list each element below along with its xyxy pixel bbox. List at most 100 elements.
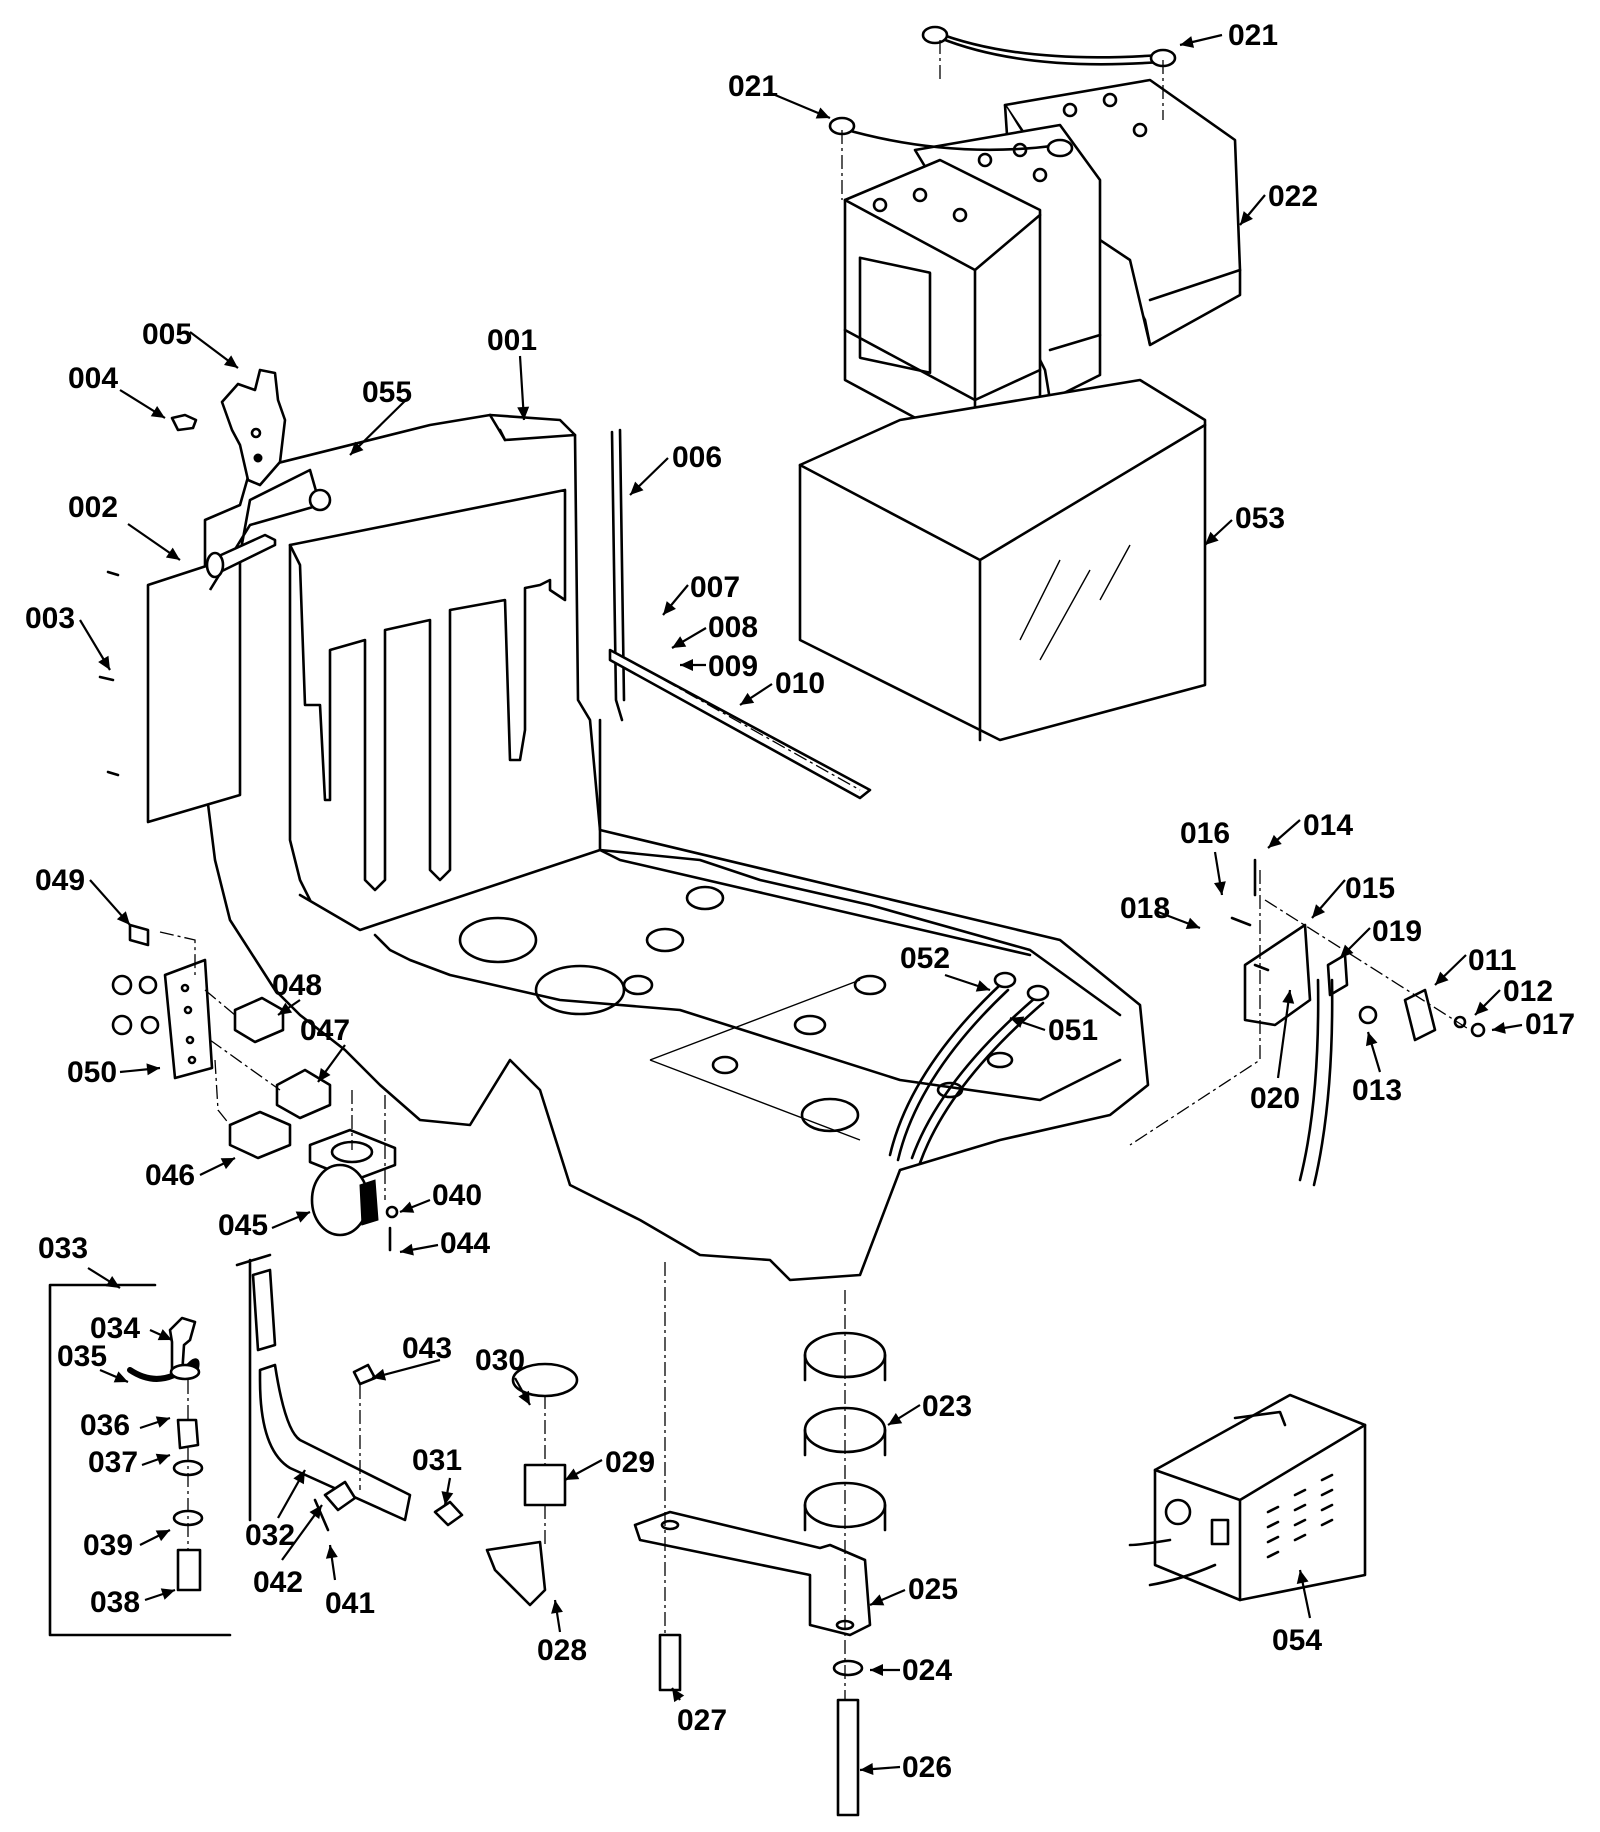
leader-020 [1276, 989, 1292, 1079]
part-mount [633, 1262, 887, 1817]
arrowhead-033 [105, 1276, 120, 1288]
callout-036: 036 [80, 1409, 130, 1442]
part-strip [608, 648, 872, 800]
callout-017: 017 [1525, 1008, 1575, 1041]
arrowhead-023 [888, 1413, 903, 1425]
leader-055 [349, 395, 411, 456]
callout-038: 038 [90, 1586, 140, 1619]
callout-024: 024 [902, 1654, 952, 1687]
callout-026: 026 [902, 1751, 952, 1784]
arrowhead-044 [400, 1243, 414, 1256]
callout-031: 031 [412, 1444, 462, 1477]
callout-040: 040 [432, 1179, 482, 1212]
callout-labels: 001 002 003 004 005 006 007 008 009 010 … [25, 19, 1575, 1784]
arrowhead-008 [672, 636, 687, 648]
callout-021a: 021 [1228, 19, 1278, 52]
arrowhead-021 [815, 107, 830, 119]
callout-020: 020 [1250, 1082, 1300, 1115]
arrowhead-026 [860, 1763, 874, 1776]
arrowhead-002 [165, 547, 180, 560]
arrowhead-013 [1365, 1032, 1378, 1047]
callout-001: 001 [487, 324, 537, 357]
callout-045: 045 [218, 1209, 268, 1242]
arrowhead-025 [870, 1594, 885, 1606]
callout-015: 015 [1345, 872, 1395, 905]
callout-042: 042 [253, 1566, 303, 1599]
arrowhead-028 [551, 1600, 563, 1614]
arrowhead-017 [1492, 1021, 1506, 1034]
arrowhead-042 [309, 1505, 322, 1520]
arrowhead-004 [150, 406, 165, 418]
callout-055: 055 [362, 376, 412, 409]
arrowhead-040 [400, 1201, 415, 1213]
leader-lines [79, 33, 1523, 1776]
callout-008: 008 [708, 611, 758, 644]
arrowhead-047 [318, 1067, 331, 1082]
part-charger [1128, 1393, 1367, 1602]
callout-047: 047 [300, 1014, 350, 1047]
arrowhead-029 [565, 1468, 580, 1480]
callout-051: 051 [1048, 1014, 1098, 1047]
callout-048: 048 [272, 969, 322, 1002]
callout-009: 009 [708, 650, 758, 683]
arrowhead-005 [224, 355, 238, 368]
callout-053: 053 [1235, 502, 1285, 535]
arrowhead-010 [740, 692, 755, 705]
callout-032: 032 [245, 1519, 295, 1552]
callout-007: 007 [690, 571, 740, 604]
arrowhead-006 [630, 481, 644, 495]
callout-044: 044 [440, 1227, 490, 1260]
part-drain-plug-assembly [48, 1283, 232, 1637]
arrowhead-051 [1010, 1016, 1025, 1028]
arrowhead-055 [350, 441, 364, 455]
arrowhead-032 [293, 1470, 305, 1485]
arrowhead-031 [441, 1491, 454, 1505]
part-battery-cables [828, 25, 1177, 200]
part-connectors [111, 923, 332, 1160]
arrowhead-045 [295, 1211, 310, 1223]
callout-012: 012 [1503, 975, 1553, 1008]
arrowhead-016 [1213, 881, 1226, 895]
callout-006: 006 [672, 441, 722, 474]
callout-035: 035 [57, 1340, 107, 1373]
arrowhead-003 [98, 655, 110, 670]
callout-049: 049 [35, 864, 85, 897]
arrowhead-001 [517, 406, 530, 420]
arrowhead-007 [663, 601, 676, 615]
callout-054: 054 [1272, 1624, 1322, 1657]
arrowhead-018 [1185, 917, 1200, 929]
arrowhead-053 [1205, 531, 1219, 545]
arrowhead-024 [870, 1664, 883, 1676]
arrowhead-043 [372, 1368, 387, 1381]
callout-050: 050 [67, 1056, 117, 1089]
callout-019: 019 [1372, 915, 1422, 948]
arrowhead-034 [157, 1329, 172, 1341]
callout-022: 022 [1268, 180, 1318, 213]
callout-041: 041 [325, 1587, 375, 1620]
callout-023: 023 [922, 1390, 972, 1423]
callout-004: 004 [68, 362, 118, 395]
arrowhead-050 [146, 1063, 160, 1076]
arrowhead-041 [325, 1545, 338, 1559]
callout-028: 028 [537, 1634, 587, 1667]
arrowhead-037 [155, 1453, 170, 1466]
arrowhead-046 [220, 1158, 235, 1170]
callout-021b: 021 [728, 70, 778, 103]
callout-052: 052 [900, 942, 950, 975]
callout-011: 011 [1468, 944, 1516, 977]
arrowhead-027 [672, 1688, 685, 1703]
arrowhead-019 [1340, 944, 1354, 958]
callout-033: 033 [38, 1232, 88, 1265]
arrowhead-038 [160, 1588, 175, 1600]
arrowhead-020 [1282, 990, 1295, 1004]
arrowhead-011 [1435, 971, 1449, 985]
arrowhead-022 [1240, 211, 1253, 225]
arrowhead-036 [155, 1416, 170, 1428]
callout-037: 037 [88, 1446, 138, 1479]
arrowhead-012 [1475, 1001, 1489, 1015]
callout-018: 018 [1120, 892, 1170, 925]
part-bracket [170, 368, 287, 487]
callout-010: 010 [775, 667, 825, 700]
arrowhead-021 [1180, 36, 1195, 48]
